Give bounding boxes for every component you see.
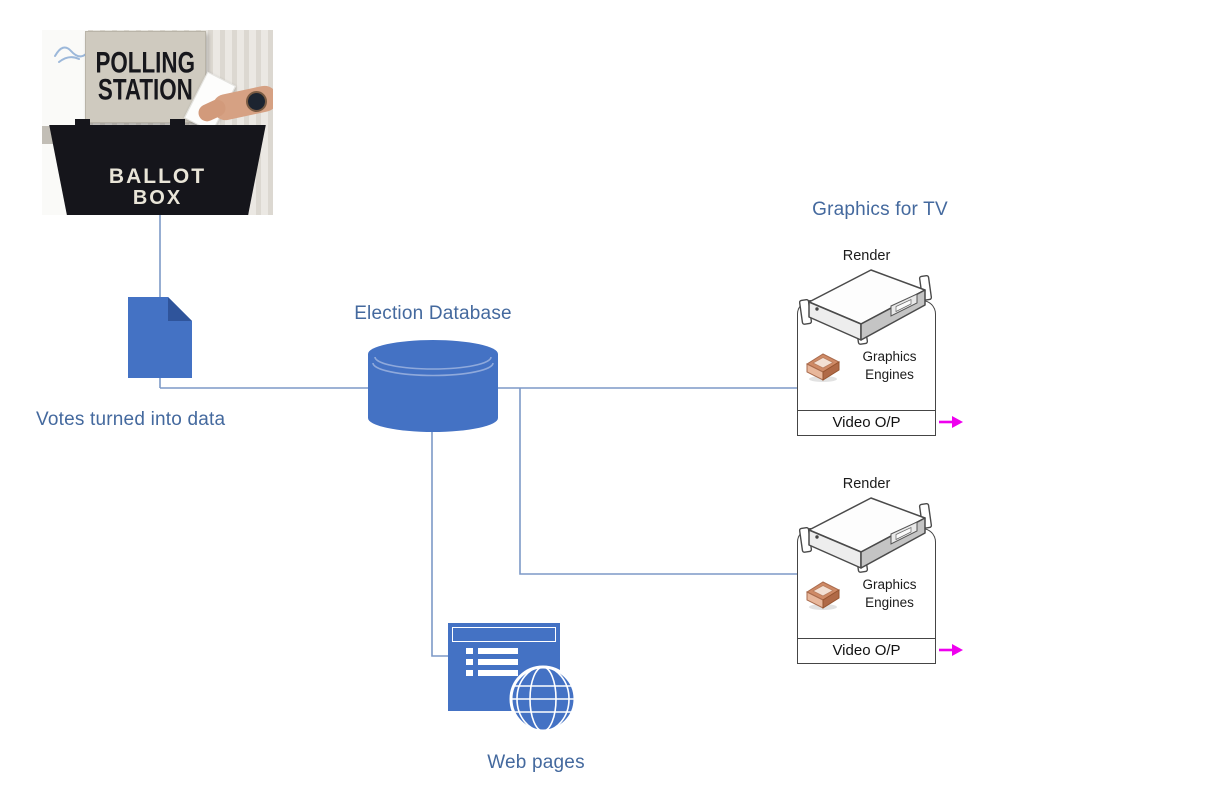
list-bar xyxy=(478,659,518,665)
polling-station-photo: POLLING STATION BALLOT BOX xyxy=(42,30,273,215)
window-sticker-scribble xyxy=(54,46,87,63)
graphics-engines-label-1: Graphics Engines xyxy=(847,348,932,383)
graphics-engines-label-2: Graphics Engines xyxy=(847,576,932,611)
web-pages-label: Web pages xyxy=(487,752,585,773)
election-database-label: Election Database xyxy=(354,303,512,324)
connector-db-to-web xyxy=(431,432,448,657)
wrist-watch xyxy=(246,91,267,112)
engines-line-2: Engines xyxy=(865,595,914,610)
engines-line-1: Graphics xyxy=(862,577,917,593)
connector-branch-to-render2 xyxy=(519,388,797,575)
ballot-box-line-1: BALLOT xyxy=(108,164,207,188)
ballot-box: BALLOT BOX xyxy=(49,125,266,215)
list-bar xyxy=(478,670,518,676)
box-latch-left xyxy=(75,119,90,126)
polling-station-sign: POLLING STATION xyxy=(85,31,206,123)
render-title-2: Render xyxy=(842,476,891,492)
sign-line-2: STATION xyxy=(97,73,193,106)
video-output-box-1: Video O/P xyxy=(797,410,936,436)
document-icon-fold xyxy=(168,297,192,321)
graphics-engine-icon xyxy=(805,353,841,382)
engines-line-1: Graphics xyxy=(862,349,917,365)
votes-label: Votes turned into data xyxy=(36,409,226,430)
ballot-box-line-2: BOX xyxy=(132,187,183,209)
video-output-box-2: Video O/P xyxy=(797,638,936,664)
document-icon xyxy=(128,297,192,378)
list-bar xyxy=(478,648,518,654)
list-bullet xyxy=(466,670,473,676)
render-unit-1: Render Graphics Engines Video O/P xyxy=(797,248,936,436)
sign-line-1: POLLING xyxy=(95,46,196,80)
render-server-icon xyxy=(799,269,933,345)
video-output-arrow-2 xyxy=(939,644,963,656)
browser-titlebar xyxy=(452,627,556,642)
render-title-1: Render xyxy=(842,248,891,264)
document-icon-body xyxy=(128,297,192,378)
graphics-engine-icon xyxy=(805,581,841,610)
database-cylinder-icon xyxy=(368,340,498,432)
connector-lines xyxy=(159,215,797,657)
list-bullet xyxy=(466,659,473,665)
box-latch-right xyxy=(170,119,185,126)
graphics-for-tv-label: Graphics for TV xyxy=(812,199,948,220)
globe-icon xyxy=(509,665,577,733)
render-server-icon xyxy=(799,497,933,573)
engines-line-2: Engines xyxy=(865,367,914,382)
render-container-1: Graphics Engines xyxy=(797,300,936,410)
list-bullet xyxy=(466,648,473,654)
render-unit-2: Render Graphics Engines Video O/P xyxy=(797,476,936,664)
video-output-arrow-1 xyxy=(939,416,963,428)
